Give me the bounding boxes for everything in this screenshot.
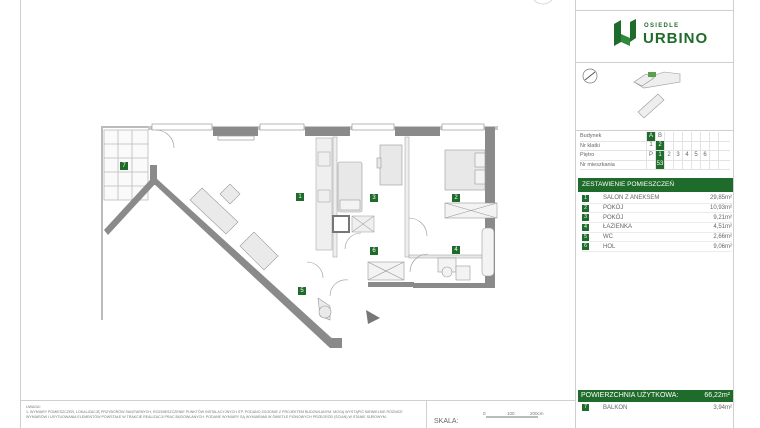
balcony-area: 3,94m² [713,404,732,411]
notes-line: 1. WYMIARY POMIESZCZEŃ, LOKALIZACJĘ PRZY… [26,410,403,414]
total-area-value: 66,22m² [704,392,730,399]
scale-divider [426,400,427,428]
building-keyplan-icon [633,71,681,119]
scale-tick: 0 [483,411,486,416]
info-row-building: Budynek A B [580,131,730,142]
balcony-row: 7 BALKON 3,94m² [582,404,732,411]
brand-name: URBINO [643,30,709,47]
page-frame-left [20,0,21,428]
plan-label-room-3: 3 [370,194,378,202]
plan-label-room-7: 7 [120,162,128,170]
notes-divider [20,400,575,401]
scale-tick: 200cm [530,411,544,416]
info-row-apartment-no: Nr mieszkania 53 [580,160,730,170]
total-area-label: POWIERZCHNIA UŻYTKOWA: [581,392,679,399]
floor-plan-drawing [101,123,498,348]
compass-icon [582,68,598,84]
balcony-name: BALKON [603,404,628,411]
brand-small: OSIEDLE [644,23,680,29]
notes-line: WYMIARÓW I USYTUOWANIA ELEMENTÓW POWSTAŁ… [26,415,387,419]
scale-label: SKALA: [434,418,459,425]
plan-label-room-6: 6 [370,247,378,255]
north-compass-icon [533,0,553,5]
entrance-arrow-icon [366,310,380,324]
notes-title: UWAGA! [26,405,41,409]
plan-label-room-5: 5 [298,287,306,295]
info-row-floor: Piętro P 1 2 3 4 5 6 [580,150,730,161]
page-frame-right [733,0,734,428]
urbino-logo-icon [614,19,636,46]
scale-tick: 100 [507,411,515,416]
plan-label-room-1: 1 [296,193,304,201]
floor-plan: 1 2 3 4 5 6 7 [101,0,553,348]
info-row-staircase: Nr klatki 1 2 [580,141,730,151]
info-panel: OSIEDLE URBINO Budynek A B Nr klatki 1 2… [575,0,734,428]
balcony-badge: 7 [582,404,589,411]
notes: UWAGA! 1. WYMIARY POMIESZCZEŃ, LOKALIZAC… [26,405,424,420]
brand-logo: OSIEDLE URBINO [612,18,722,50]
scale-bar [486,416,538,418]
plan-label-room-4: 4 [452,246,460,254]
total-area-bar: POWIERZCHNIA UŻYTKOWA: 66,22m² [578,390,733,402]
rooms-title: ZESTAWIENIE POMIESZCZEŃ [578,178,733,192]
plan-label-room-2: 2 [452,194,460,202]
apartment-info-table: Budynek A B Nr klatki 1 2 Piętro P 1 2 3… [580,131,730,170]
